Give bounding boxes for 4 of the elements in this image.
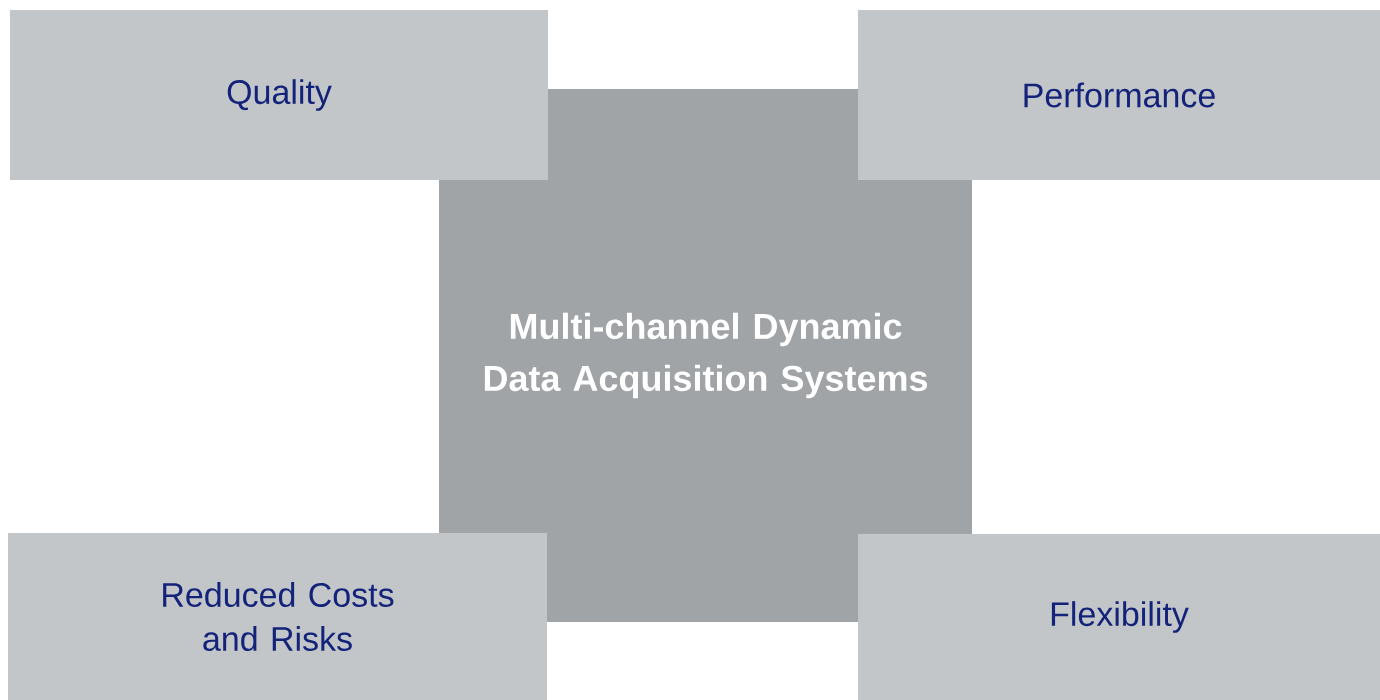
feature-box: Reduced Costs and Risks	[8, 533, 547, 700]
feature-box: Flexibility	[858, 534, 1380, 700]
feature-box: Performance	[858, 10, 1380, 180]
feature-box: Quality	[10, 10, 548, 180]
